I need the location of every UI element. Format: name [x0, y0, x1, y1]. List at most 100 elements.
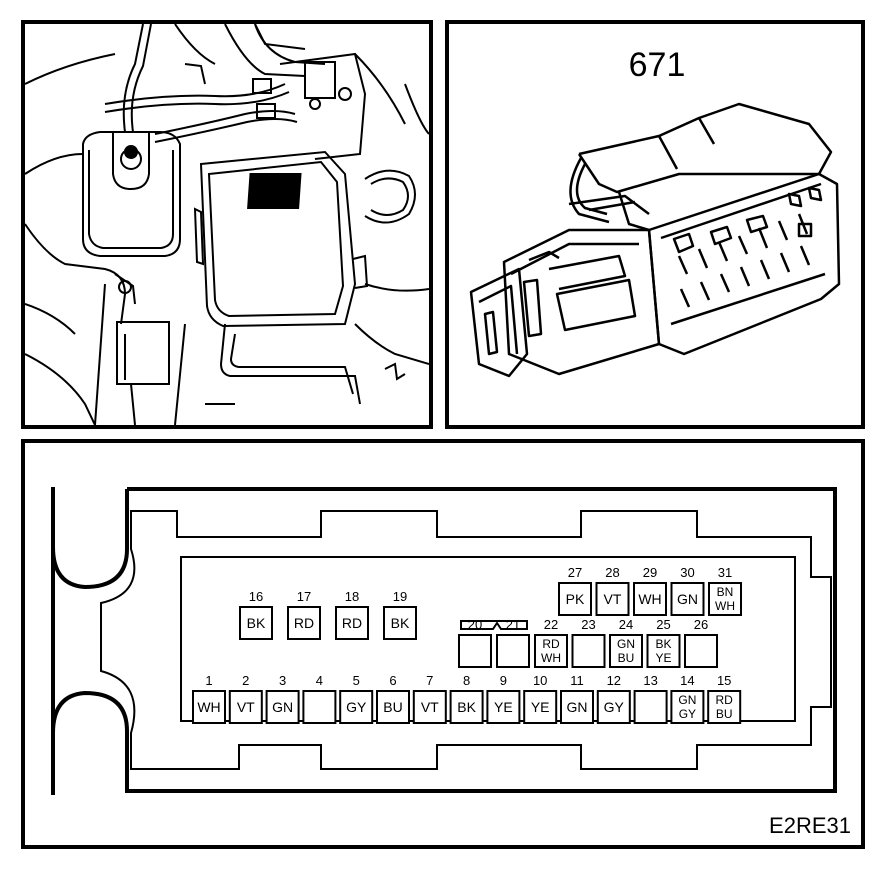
pin-2: 2VT [228, 673, 263, 724]
pin-3: 3GN [265, 673, 300, 724]
wire-color-code: RD [542, 637, 560, 651]
wire-color-code: VT [604, 591, 622, 607]
wire-color-code: WH [197, 699, 220, 715]
pin-number-label: 6 [389, 673, 396, 688]
wire-color-code: RD [294, 615, 314, 631]
pin-cavity [596, 690, 631, 724]
wire-color-code: PK [566, 591, 585, 607]
wire-color-code: GN [567, 699, 588, 715]
pin-cavity [707, 690, 742, 724]
pin-cavity [646, 634, 681, 668]
pin-cavity [383, 606, 417, 640]
pin-number-label: 4 [316, 673, 323, 688]
pin-4: 4 [302, 673, 337, 724]
wire-color-code: RD [342, 615, 362, 631]
pin-7: 7VT [412, 673, 447, 724]
pin-number-label: 5 [353, 673, 360, 688]
pin-cavity [670, 690, 705, 724]
pin-number-label: 24 [619, 617, 633, 632]
pin-cavity [595, 582, 630, 616]
wire-color-code: YE [655, 651, 671, 665]
pin-number-label: 28 [605, 565, 619, 580]
pin-number-label: 8 [463, 673, 470, 688]
wire-color-code: GY [604, 699, 625, 715]
pin-cavity [684, 634, 718, 668]
pin-cavity [376, 690, 410, 724]
pin-number-label: 18 [345, 589, 359, 604]
connector-illustration: 671 [469, 46, 841, 378]
pin-number-label: 19 [393, 589, 407, 604]
pin-number-label: 15 [717, 673, 731, 688]
pin-8: 8BK [449, 673, 484, 724]
pin-number-label: 31 [718, 565, 732, 580]
pin-cavity [412, 690, 447, 724]
wire-color-code: BK [247, 615, 266, 631]
pin-cavity [449, 690, 484, 724]
pin-26: 26 [684, 617, 718, 668]
pin-number-label: 16 [249, 589, 263, 604]
wire-color-code: VT [421, 699, 439, 715]
pin-cavity [239, 606, 273, 640]
wire-color-code: BK [655, 637, 671, 651]
wire-color-code: GN [678, 693, 696, 707]
wire-color-code: BU [716, 707, 733, 721]
wire-color-code: GN [677, 591, 698, 607]
pin-9: 9YE [486, 673, 521, 724]
location-illustration-panel [21, 20, 433, 429]
pin-cavity [523, 690, 558, 724]
pin-cavity [458, 634, 492, 668]
pin-number-label: 27 [568, 565, 582, 580]
pin-cavity [192, 690, 226, 724]
pin-number-label: 23 [581, 617, 595, 632]
wire-color-code: BK [457, 699, 476, 715]
pin-number-label: 1 [205, 673, 212, 688]
wire-color-code: YE [531, 699, 550, 715]
pin-cavity [486, 690, 521, 724]
diagram-reference-code: E2RE31 [769, 813, 851, 838]
pin-number-label: 26 [694, 617, 708, 632]
pin-13: 13 [633, 673, 668, 724]
wire-color-code: GY [346, 699, 367, 715]
pin-21: 21 [496, 617, 530, 668]
wire-color-code: GN [272, 699, 293, 715]
pin-20: 20 [458, 617, 492, 668]
wire-color-code: VT [237, 699, 255, 715]
pin-number-label: 2 [242, 673, 249, 688]
pin-20-21-bracket [460, 620, 528, 630]
pin-number-label: 11 [570, 673, 584, 688]
wire-color-code: GN [617, 637, 635, 651]
pin-6: 6BU [376, 673, 410, 724]
pin-number-label: 7 [426, 673, 433, 688]
pin-number-label: 13 [643, 673, 657, 688]
pin-5: 5GY [339, 673, 374, 724]
connector-number: 671 [629, 46, 686, 84]
wire-color-code: BU [383, 699, 402, 715]
pin-cavity [633, 582, 667, 616]
pin-cavity [708, 582, 742, 616]
pin-cavity [302, 690, 337, 724]
pin-cavity [558, 582, 592, 616]
pin-cavity [560, 690, 594, 724]
wire-color-code: BK [391, 615, 410, 631]
pin-cavity [571, 634, 606, 668]
pin-number-label: 12 [607, 673, 621, 688]
pin-number-label: 14 [680, 673, 694, 688]
pin-cavity [534, 634, 568, 668]
wire-color-code: BN [717, 585, 734, 599]
pin-number-label: 9 [500, 673, 507, 688]
pin-number-label: 3 [279, 673, 286, 688]
